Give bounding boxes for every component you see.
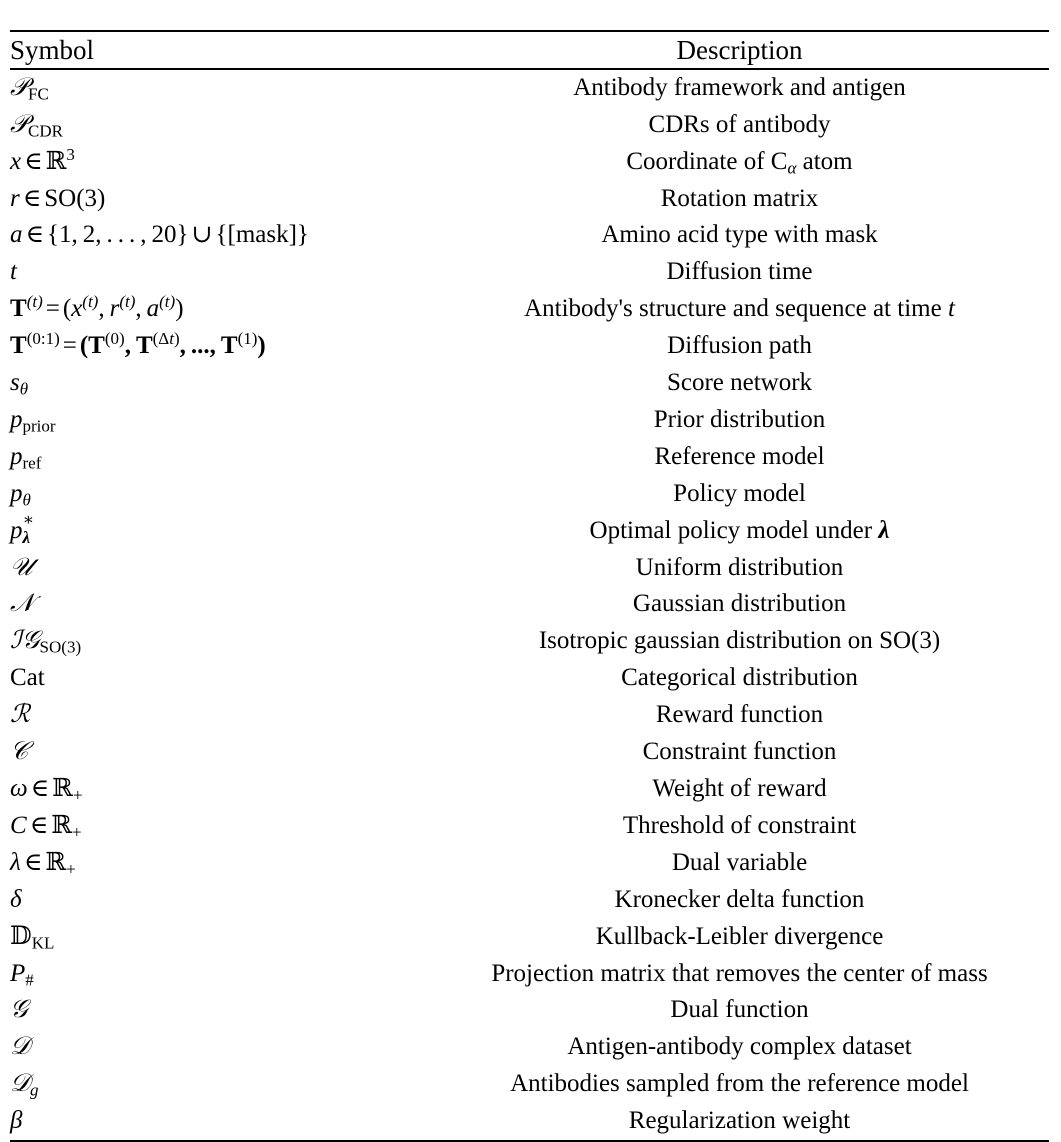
symbol-cell: pprior xyxy=(10,405,56,436)
symbol-cell: C∈ℝ+ xyxy=(10,811,82,842)
description-cell: Uniform distribution xyxy=(635,553,844,581)
table-row: 𝒟g Antibodies sampled from the reference… xyxy=(10,1066,1049,1103)
table-header-rule xyxy=(10,68,1049,70)
symbol-cell: T(0:1)=(T(0), T(Δt), ..., T(1)) xyxy=(10,329,266,360)
symbol-cell: pθ xyxy=(10,479,31,510)
symbol-cell: P# xyxy=(10,959,34,989)
table-row: β Regularization weight xyxy=(10,1103,1049,1140)
description-cell: Regularization weight xyxy=(628,1107,851,1135)
symbol-cell: r∈SO(3) xyxy=(10,184,106,212)
description-cell: Dual function xyxy=(670,996,809,1024)
table-row: sθ Score network xyxy=(10,365,1049,402)
table-row: 𝒟 Antigen-antibody complex dataset xyxy=(10,1029,1049,1066)
header-row: Symbol Description xyxy=(10,32,1049,68)
symbol-cell: Cat xyxy=(10,664,45,692)
symbol-cell: pref xyxy=(10,442,42,473)
description-cell: Score network xyxy=(666,369,813,397)
description-cell: Projection matrix that removes the cente… xyxy=(491,959,988,987)
description-cell: Optimal policy model under λ xyxy=(589,516,890,544)
table-top-rule xyxy=(10,30,1049,33)
description-cell: Antigen-antibody complex dataset xyxy=(567,1033,912,1061)
description-cell: Antibody's structure and sequence at tim… xyxy=(524,295,955,323)
table-row: λ∈ℝ+ Dual variable xyxy=(10,845,1049,882)
description-cell: Rotation matrix xyxy=(660,184,819,212)
notation-table-container: Symbol Description 𝒫FC Antibody framewor… xyxy=(10,30,1049,1142)
description-cell: Isotropic gaussian distribution on SO(3) xyxy=(538,627,941,655)
symbol-cell: 𝒢 xyxy=(10,996,28,1024)
symbol-cell: p∗λ xyxy=(10,509,35,547)
table-row: x∈ℝ3 Coordinate of Cα atom xyxy=(10,144,1049,181)
description-cell: Threshold of constraint xyxy=(622,811,857,839)
description-cell: Kronecker delta function xyxy=(614,885,865,913)
symbol-cell: ℛ xyxy=(10,701,30,729)
table-row: P# Projection matrix that removes the ce… xyxy=(10,956,1049,993)
symbol-cell: 𝒫CDR xyxy=(10,110,63,141)
table-row: 𝔻KL Kullback-Leibler divergence xyxy=(10,919,1049,956)
description-cell: Antibodies sampled from the reference mo… xyxy=(510,1070,969,1098)
symbol-cell: sθ xyxy=(10,369,29,399)
table-row: T(0:1)=(T(0), T(Δt), ..., T(1)) Diffusio… xyxy=(10,328,1049,365)
table-row: 𝒫FC Antibody framework and antigen xyxy=(10,70,1049,107)
symbol-cell: ω∈ℝ+ xyxy=(10,775,83,805)
table-body: 𝒫FC Antibody framework and antigen 𝒫CDR … xyxy=(10,70,1049,1140)
table-row: r∈SO(3) Rotation matrix xyxy=(10,181,1049,218)
table-row: p∗λ Optimal policy model under λ xyxy=(10,509,1049,550)
table-row: 𝒫CDR CDRs of antibody xyxy=(10,107,1049,144)
table-row: ℛ Reward function xyxy=(10,697,1049,734)
table-row: pref Reference model xyxy=(10,439,1049,476)
symbol-cell: 𝔻KL xyxy=(10,922,55,953)
table-row: a∈{1, 2, . . . , 20}∪{[mask]} Amino acid… xyxy=(10,217,1049,254)
symbol-cell: t xyxy=(10,258,17,286)
description-cell: Reward function xyxy=(655,701,824,729)
description-cell: Antibody framework and antigen xyxy=(573,73,906,101)
table-row: T(t)=(x(t), r(t), a(t)) Antibody's struc… xyxy=(10,291,1049,328)
symbol-cell: 𝒩 xyxy=(10,590,34,618)
table-row: ω∈ℝ+ Weight of reward xyxy=(10,771,1049,808)
symbol-cell: 𝒞 xyxy=(10,738,29,766)
description-cell: Amino acid type with mask xyxy=(601,221,878,249)
description-cell: Kullback-Leibler divergence xyxy=(595,922,884,950)
notation-table: Symbol Description xyxy=(10,32,1049,68)
description-cell: Prior distribution xyxy=(653,405,826,433)
table-row: 𝒩 Gaussian distribution xyxy=(10,586,1049,623)
description-cell: Reference model xyxy=(654,442,825,470)
table-row: ℐ𝒢SO(3) Isotropic gaussian distribution … xyxy=(10,623,1049,660)
symbol-cell: λ∈ℝ+ xyxy=(10,848,76,879)
table-row: C∈ℝ+ Threshold of constraint xyxy=(10,808,1049,845)
symbol-cell: δ xyxy=(10,885,22,913)
description-cell: Dual variable xyxy=(671,848,808,876)
table-row: pθ Policy model xyxy=(10,476,1049,513)
description-cell: Coordinate of Cα atom xyxy=(626,147,853,177)
symbol-cell: β xyxy=(10,1107,23,1135)
description-cell: Weight of reward xyxy=(652,775,827,802)
description-cell: Policy model xyxy=(673,479,806,507)
table-row: 𝒞 Constraint function xyxy=(10,734,1049,771)
description-cell: Categorical distribution xyxy=(621,664,858,692)
table-row: Cat Categorical distribution xyxy=(10,660,1049,697)
symbol-cell: 𝒫FC xyxy=(10,73,49,104)
symbol-cell: 𝒟g xyxy=(10,1070,39,1100)
symbol-cell: T(t)=(x(t), r(t), a(t)) xyxy=(10,292,184,323)
table-row: t Diffusion time xyxy=(10,254,1049,291)
description-cell: Gaussian distribution xyxy=(632,590,847,618)
table-row: 𝒢 Dual function xyxy=(10,992,1049,1029)
table-header: Symbol Description xyxy=(10,32,1049,68)
table-row: 𝒰 Uniform distribution xyxy=(10,550,1049,587)
symbol-cell: x∈ℝ3 xyxy=(10,144,75,175)
table-row: δ Kronecker delta function xyxy=(10,882,1049,919)
description-cell: Diffusion time xyxy=(666,258,813,286)
symbol-cell: 𝒟 xyxy=(10,1033,30,1061)
description-cell: Diffusion path xyxy=(667,332,812,360)
description-cell: CDRs of antibody xyxy=(648,110,831,138)
symbol-cell: 𝒰 xyxy=(10,553,33,581)
symbol-cell: ℐ𝒢SO(3) xyxy=(10,627,82,657)
symbol-cell: a∈{1, 2, . . . , 20}∪{[mask]} xyxy=(10,221,309,249)
column-header-symbol: Symbol xyxy=(10,35,95,66)
description-cell: Constraint function xyxy=(642,738,837,766)
notation-table-body: 𝒫FC Antibody framework and antigen 𝒫CDR … xyxy=(10,70,1049,1140)
column-header-description: Description xyxy=(676,35,803,66)
table-row: pprior Prior distribution xyxy=(10,402,1049,439)
